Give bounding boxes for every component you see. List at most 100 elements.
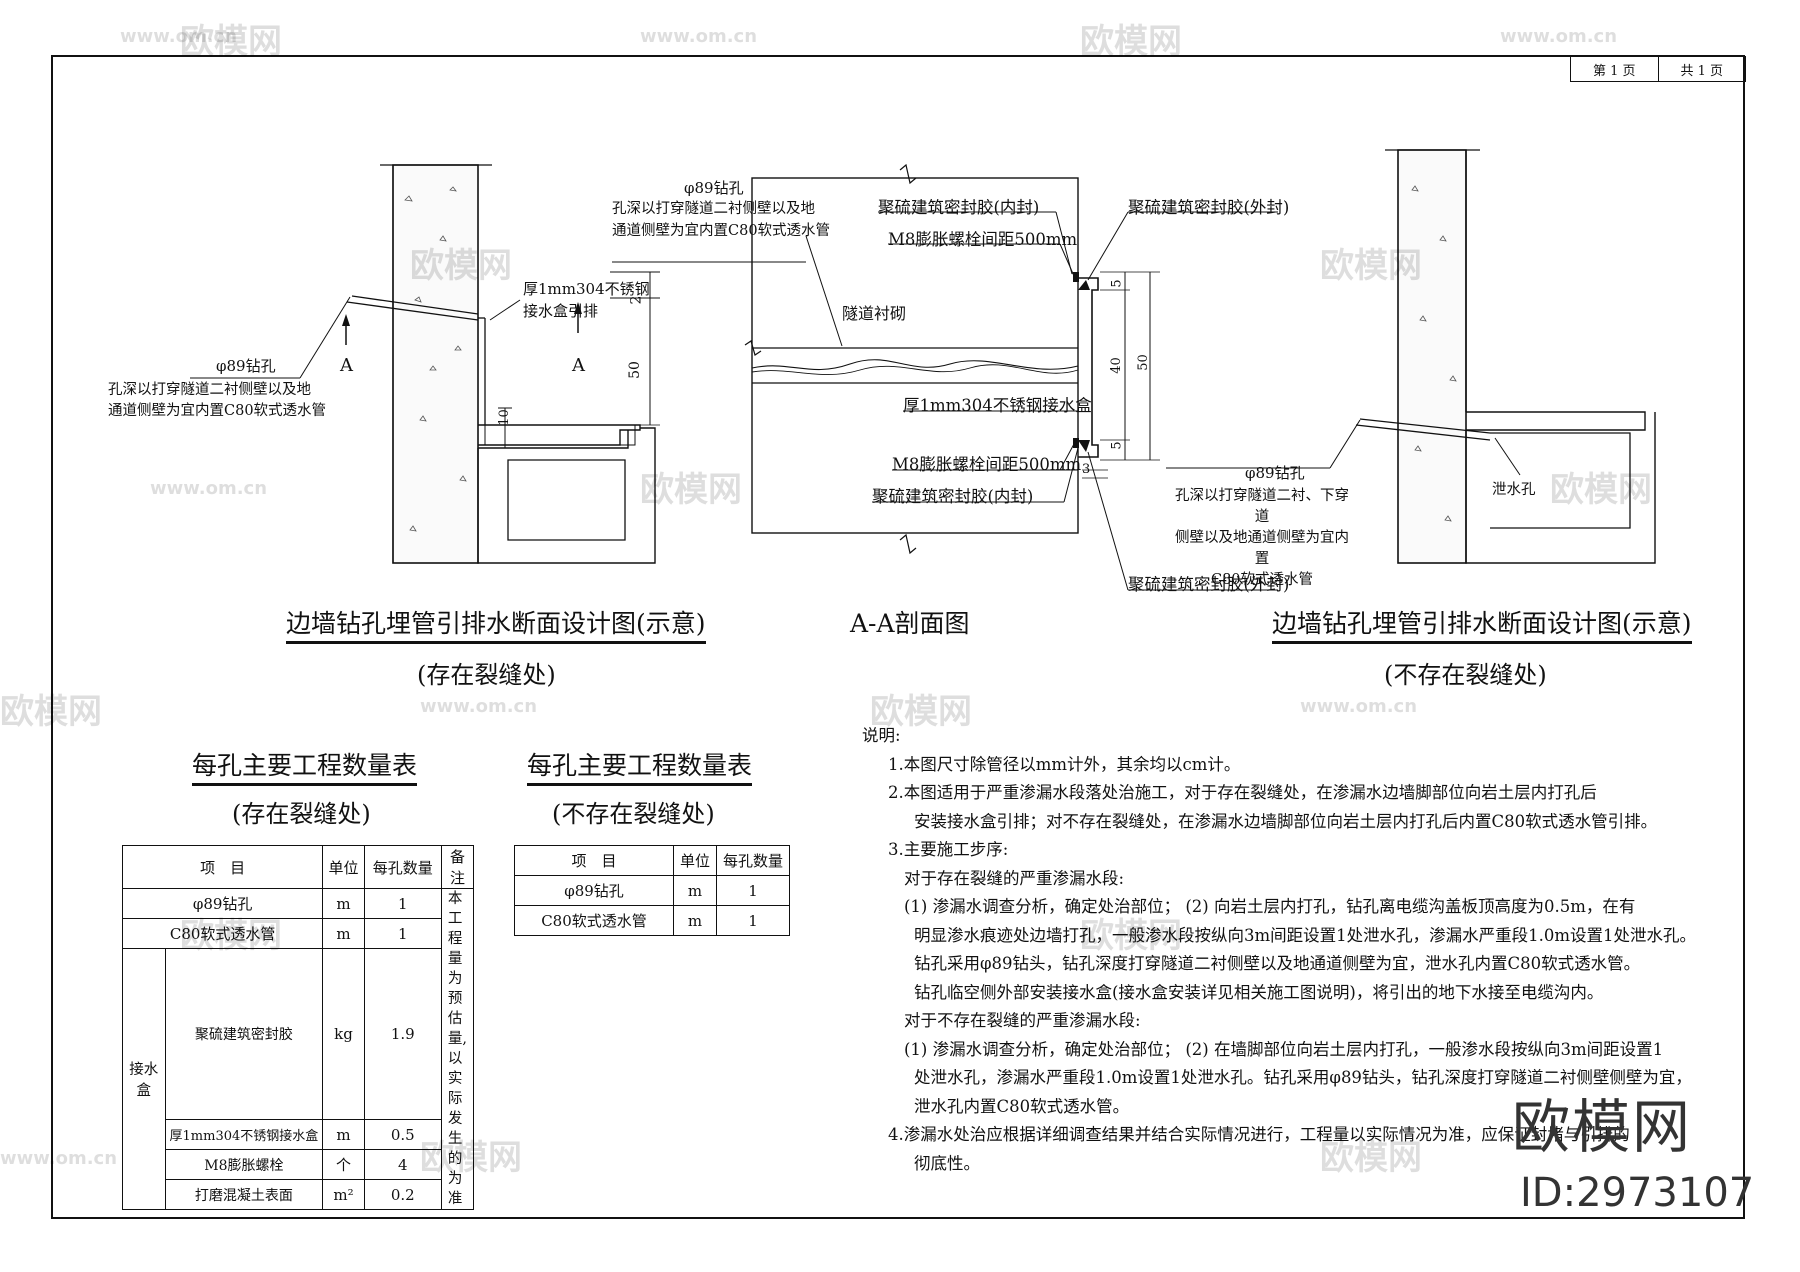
left-wall [392,164,479,564]
cell-unit: m² [322,1179,365,1210]
notes-line: 明显渗水痕迹处边墙打孔，一般渗水段按纵向3m间距设置1处泄水孔，渗漏水严重段1.… [914,925,1697,945]
quantity-table-right: 项 目 单位 每孔数量 φ89钻孔 m 1 C80软式透水管 m 1 [514,845,790,936]
header-unit: 单位 [673,845,717,876]
cell-qty: 1 [363,888,442,919]
table-row: φ89钻孔 m 1 本工程量为预估量,以实际发生的为准 [121,888,475,1210]
cell-item: M8膨胀螺栓 [164,1149,324,1180]
table-header-row: 项 目 单位 每孔数量 备注 [121,845,475,889]
aa-section-title: A-A剖面图 [850,609,970,638]
brand-logo-text: 欧模网 [1512,1093,1693,1161]
notes-line: 处泄水孔，渗漏水严重段1.0m设置1处泄水孔。钻孔采用φ89钻头，钻孔深度打穿隧… [914,1068,1692,1087]
aa-lining-label: 隧道衬砌 [842,304,907,323]
cell-unit: m [322,1119,365,1150]
cell-unit: 个 [322,1149,365,1180]
watermark: 欧模网 [640,470,742,510]
page-current: 第 1 页 [1592,63,1636,79]
aa-bolt-bottom: M8膨胀螺栓间距500mm [892,455,1082,474]
watermark-url: www.om.cn [120,26,238,47]
table-row: C80软式透水管 m 1 [121,918,474,949]
cell-item: C80软式透水管 [514,905,674,936]
right-hole-desc-line2: 侧壁以及地通道侧壁为宜内置 [1175,530,1349,567]
right-hole-desc-line3: C80软式透水管 [1210,572,1314,588]
aa-dim-50: 50 [1135,354,1151,371]
cell-group: 接水盒 [122,948,166,1210]
notes-line: 2.本图适用于严重渗漏水段落处治施工，对于存在裂缝处，在渗漏水边墙脚部位向岩土层… [888,783,1597,802]
right-hole-desc-line1: 孔深以打穿隧道二衬、下穿道 [1175,488,1349,525]
watermark: 欧模网 [1320,1138,1422,1178]
notes-block: 说明: 1.本图尺寸除管径以mm计外，其余均以cm计。 2.本图适用于严重渗漏水… [862,722,1742,1178]
notes-line: 彻底性。 [914,1153,980,1173]
left-dim-2: 2 [628,295,645,305]
cell-item: 聚硫建筑密封胶 [164,948,324,1120]
right-hole-desc: 孔深以打穿隧道二衬、下穿道 侧壁以及地通道侧壁为宜内置 C80软式透水管 [1172,486,1352,591]
cell-item: φ89钻孔 [514,875,674,906]
notes-line: 泄水孔内置C80软式透水管。 [914,1096,1130,1116]
table-header-row: 项 目 单位 每孔数量 [514,845,790,876]
watermark-url: www.om.cn [1300,696,1418,717]
section-mark-right: A [572,355,585,376]
cell-unit: m [673,875,717,906]
cell-unit: kg [322,948,365,1120]
aa-section-drawing [612,163,1278,591]
aa-hole-label: φ89钻孔 [684,179,744,197]
cell-qty: 1 [716,875,790,906]
aa-hole-desc-line1: 孔深以打穿隧道二衬侧壁以及地 [612,201,815,217]
right-hole-label: φ89钻孔 [1245,464,1305,482]
notes-line: 钻孔采用φ89钻头，钻孔深度打穿隧道二衬侧壁以及地通道侧壁为宜，泄水孔内置C80… [914,954,1641,973]
section-mark-left: A [340,355,353,376]
watermark: 欧模网 [1080,916,1182,956]
right-view-subtitle: (不存在裂缝处) [1384,661,1547,689]
header-qty: 每孔数量 [716,845,790,876]
left-box-label: 厚1mm304不锈钢 接水盒引排 [523,278,650,322]
watermark-url: www.om.cn [640,26,758,47]
notes-heading: 说明: [862,726,901,745]
cell-item: 厚1mm304不锈钢接水盒 [164,1119,324,1150]
right-view-title: 边墙钻孔埋管引排水断面设计图(示意) [1272,604,1692,644]
left-hole-desc-line2: 通道侧壁为宜内置C80软式透水管 [108,403,327,419]
header-remark: 备注 [440,845,475,889]
brand-id: ID:2973107 [1520,1170,1755,1216]
watermark-url: www.om.cn [420,696,538,717]
left-dim-10: 10 [496,409,512,426]
aa-seal-outer-top: 聚硫建筑密封胶(外封) [1128,198,1290,217]
cell-qty: 0.2 [363,1179,442,1210]
notes-line: 对于不存在裂缝的严重渗漏水段: [904,1011,1141,1030]
notes-line: 1.本图尺寸除管径以mm计外，其余均以cm计。 [888,754,1241,774]
watermark: 欧模网 [180,916,282,956]
watermark: 欧模网 [0,692,102,732]
cell-qty: 4 [363,1149,442,1180]
watermark-url: www.om.cn [1500,26,1618,47]
notes-line: (1) 渗漏水调查分析，确定处治部位； (2) 向岩土层内打孔，钻孔离电缆沟盖板… [904,897,1636,916]
table-left-title: 每孔主要工程数量表 [192,746,418,786]
left-box-label-line1: 厚1mm304不锈钢 [523,280,650,298]
watermark: 欧模网 [1320,246,1422,286]
notes-line: 3.主要施工步序: [888,840,1009,859]
cell-item: 打磨混凝土表面 [164,1179,324,1210]
notes-line: 4.渗漏水处治应根据详细调查结果并结合实际情况进行，工程量以实际情况为准，应保证… [888,1125,1630,1144]
header-qty: 每孔数量 [363,845,442,889]
notes-line: 钻孔临空侧外部安装接水盒(接水盒安装详见相关施工图说明)，将引出的地下水接至电缆… [914,982,1604,1002]
table-right-subtitle: (不存在裂缝处) [552,800,715,828]
watermark-url: www.om.cn [0,1148,118,1169]
notes-line: 对于存在裂缝的严重渗漏水段: [904,868,1125,888]
cell-unit: m [322,918,365,949]
aa-dim-3: 3 [1082,462,1091,477]
left-view-subtitle: (存在裂缝处) [417,661,556,689]
table-left-subtitle: (存在裂缝处) [232,800,371,828]
left-hole-desc: 孔深以打穿隧道二衬侧壁以及地 通道侧壁为宜内置C80软式透水管 [108,380,326,422]
table-row: 厚1mm304不锈钢接水盒 m 0.5 [123,1119,474,1150]
aa-dim-40: 40 [1108,357,1124,374]
aa-box-label: 厚1mm304不锈钢接水盒 [903,396,1092,415]
notes-line: 安装接水盒引排；对不存在裂缝处，在渗漏水边墙脚部位向岩土层内打孔后内置C80软式… [914,811,1658,831]
cell-remark: 本工程量为预估量,以实际发生的为准 [440,888,475,1210]
aa-hole-desc: 孔深以打穿隧道二衬侧壁以及地 通道侧壁为宜内置C80软式透水管 [612,198,830,242]
watermark: 欧模网 [870,692,972,732]
aa-bolt-top: M8膨胀螺栓间距500mm [888,230,1078,249]
page-number-box: 第 1 页 共 1 页 [1570,56,1746,82]
watermark: 欧模网 [1080,22,1182,62]
watermark: 欧模网 [420,1138,522,1178]
right-section-drawing [1166,149,1656,564]
aa-hole-desc-line2: 通道侧壁为宜内置C80软式透水管 [612,223,831,239]
aa-seal-outer-bottom: 聚硫建筑密封胶(外封) [1128,575,1290,594]
